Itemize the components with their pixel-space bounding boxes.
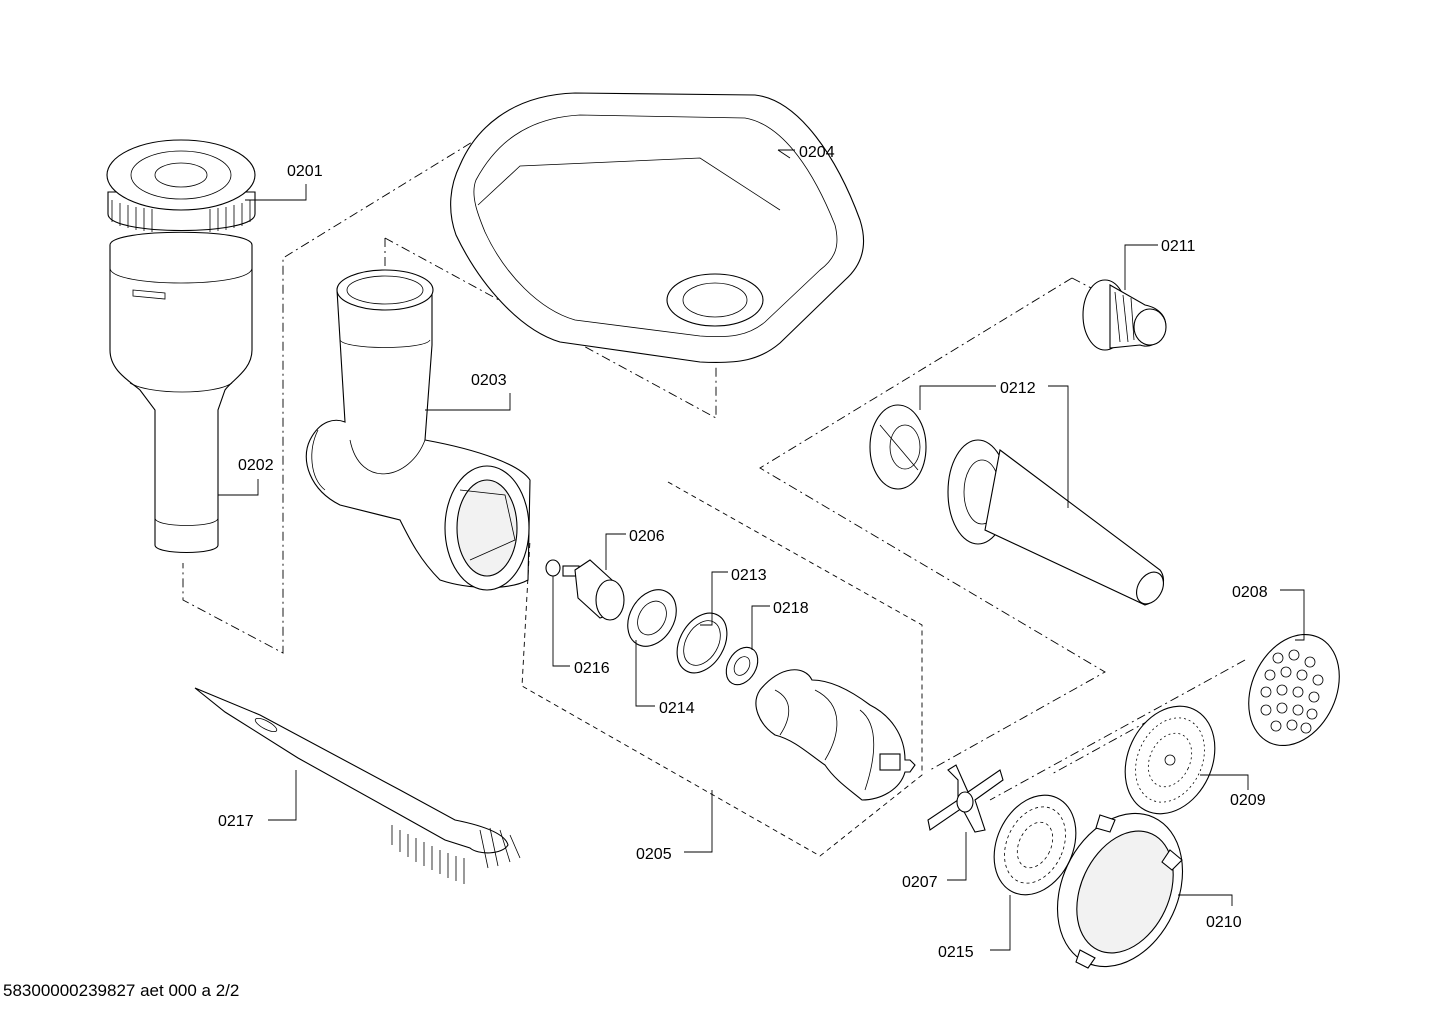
drawing-number: 58300000239827 aet 000 a 2/2 (3, 981, 240, 1000)
part-0201-pusher-cap (106, 139, 256, 232)
label-0215: 0215 (938, 944, 974, 961)
part-0204-tray (450, 92, 864, 363)
label-0214: 0214 (659, 700, 695, 717)
part-0208-coarse-disc (1248, 633, 1340, 747)
part-0213-ring (676, 612, 728, 674)
label-0209: 0209 (1230, 792, 1266, 809)
label-0213: 0213 (731, 567, 767, 584)
label-0203: 0203 (471, 372, 507, 389)
label-0208: 0208 (1232, 584, 1268, 601)
part-0214-washer (627, 589, 677, 647)
part-0207-knife (927, 764, 1004, 833)
part-0210-ring-nut (1056, 812, 1184, 969)
callout-labels: 0201 0202 0203 0204 0205 0206 0207 0208 … (218, 144, 1268, 961)
label-0201: 0201 (287, 163, 323, 180)
part-0206-coupling (545, 559, 625, 621)
label-0211: 0211 (1161, 238, 1196, 255)
part-0202-pusher (109, 231, 253, 554)
part-0211-nozzle (1082, 279, 1167, 351)
part-0203-housing (305, 269, 531, 591)
label-0205: 0205 (636, 846, 672, 863)
label-0217: 0217 (218, 813, 254, 830)
label-0206: 0206 (629, 528, 665, 545)
label-0218: 0218 (773, 600, 809, 617)
label-0204: 0204 (799, 144, 835, 161)
part-0218-ring (725, 646, 759, 686)
label-0207: 0207 (902, 874, 938, 891)
leader-lines (218, 149, 1305, 951)
part-0205-screw (755, 669, 916, 801)
part-0212-sausage-kit (869, 404, 1164, 606)
label-0202: 0202 (238, 457, 274, 474)
label-0216: 0216 (574, 660, 610, 677)
label-0212: 0212 (1000, 380, 1036, 397)
part-0209-fine-disc (1124, 705, 1216, 815)
label-0210: 0210 (1206, 914, 1242, 931)
part-0217-brush (194, 687, 521, 884)
